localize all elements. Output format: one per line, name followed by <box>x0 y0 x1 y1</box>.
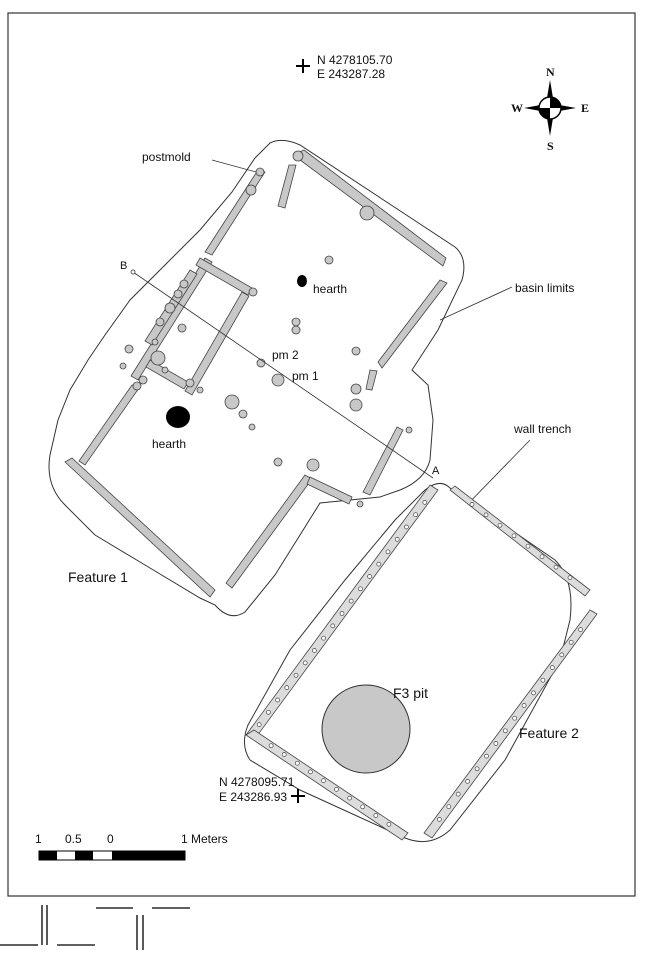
scale-tick-1: 1 <box>35 832 42 846</box>
section-line <box>132 271 434 479</box>
posthole <box>386 821 392 827</box>
posthole <box>334 787 339 792</box>
label-section-b: B <box>120 260 127 272</box>
posthole <box>268 743 274 749</box>
posthole <box>330 623 336 629</box>
datum-bottom: N 4278095.71 E 243286.93 <box>219 775 305 804</box>
posthole <box>358 586 363 592</box>
scale-tick-end: 1 Meters <box>181 832 228 846</box>
bottom-decor-marks <box>0 905 190 950</box>
posthole <box>373 813 379 818</box>
posthole <box>347 795 352 801</box>
datum-top: N 4278105.70 E 243287.28 <box>296 53 393 81</box>
label-postmold: postmold <box>142 150 191 164</box>
posthole <box>294 760 300 766</box>
posthole <box>308 769 313 775</box>
compass-n: N <box>546 65 555 79</box>
posthole <box>446 804 452 810</box>
posthole <box>483 512 489 518</box>
hearth-large <box>166 406 190 428</box>
posthole <box>539 554 545 560</box>
section-b-marker <box>130 269 136 275</box>
posthole <box>437 817 442 822</box>
scale-tick-0: 0 <box>107 832 114 846</box>
posthole <box>321 778 326 783</box>
posthole <box>567 575 573 580</box>
label-pm2: pm 2 <box>272 348 299 362</box>
posthole <box>404 524 409 530</box>
posthole <box>474 766 480 772</box>
posthole <box>339 611 345 616</box>
compass-s: S <box>547 139 554 153</box>
label-feature1: Feature 1 <box>68 569 128 585</box>
postmold-leader <box>211 159 257 173</box>
posthole <box>321 635 326 641</box>
label-f3-pit: F3 pit <box>393 685 428 701</box>
posthole <box>302 660 308 666</box>
posthole <box>559 652 565 658</box>
posthole <box>284 685 290 690</box>
datum-top-easting: E 243287.28 <box>317 67 385 81</box>
posthole <box>394 537 400 542</box>
posthole <box>465 779 470 784</box>
posthole <box>568 639 574 645</box>
posthole <box>521 703 527 708</box>
label-basin-limits: basin limits <box>515 281 574 295</box>
label-feature2: Feature 2 <box>519 725 579 741</box>
feature1-postmolds <box>119 150 413 508</box>
label-section-a: A <box>432 465 440 477</box>
posthole <box>578 627 583 632</box>
posthole <box>550 665 555 670</box>
posthole <box>293 672 299 678</box>
posthole <box>540 677 546 683</box>
posthole <box>531 690 536 696</box>
basin-limits-leader <box>439 286 513 321</box>
label-pm1: pm 1 <box>292 369 319 383</box>
posthole <box>275 697 280 703</box>
north-arrow-icon: N S W E <box>511 65 589 153</box>
posthole <box>385 549 391 555</box>
posthole <box>256 722 262 727</box>
label-hearth-small: hearth <box>313 282 347 296</box>
posthole <box>367 574 372 579</box>
map-frame <box>7 12 636 897</box>
posthole <box>484 753 489 759</box>
wall-trench-leader <box>461 439 531 511</box>
posthole <box>497 522 503 528</box>
feature1-wall-trenches <box>64 149 448 598</box>
posthole <box>376 561 382 567</box>
label-hearth-large: hearth <box>152 437 186 451</box>
compass-e: E <box>581 101 589 115</box>
posthole <box>493 741 499 746</box>
posthole <box>360 804 366 810</box>
posthole <box>422 500 428 505</box>
posthole <box>455 791 461 797</box>
posthole <box>469 502 475 507</box>
posthole <box>525 543 531 549</box>
hearth-small <box>297 275 307 287</box>
posthole <box>553 564 559 570</box>
feature2-postholes <box>256 500 583 827</box>
scale-bar: 1 0.5 0 1 Meters <box>35 832 228 861</box>
posthole <box>266 709 271 715</box>
f3-pit <box>321 684 411 774</box>
scale-tick-05: 0.5 <box>65 832 82 846</box>
compass-w: W <box>511 101 523 115</box>
posthole <box>511 533 517 539</box>
posthole <box>312 648 317 653</box>
datum-bottom-easting: E 243286.93 <box>219 790 287 804</box>
posthole <box>413 512 418 518</box>
datum-bottom-northing: N 4278095.71 <box>219 775 295 789</box>
label-wall-trench: wall trench <box>513 422 571 436</box>
posthole <box>502 728 508 734</box>
posthole <box>281 752 287 757</box>
datum-top-northing: N 4278105.70 <box>317 53 393 67</box>
posthole <box>512 715 518 721</box>
posthole <box>348 598 354 604</box>
